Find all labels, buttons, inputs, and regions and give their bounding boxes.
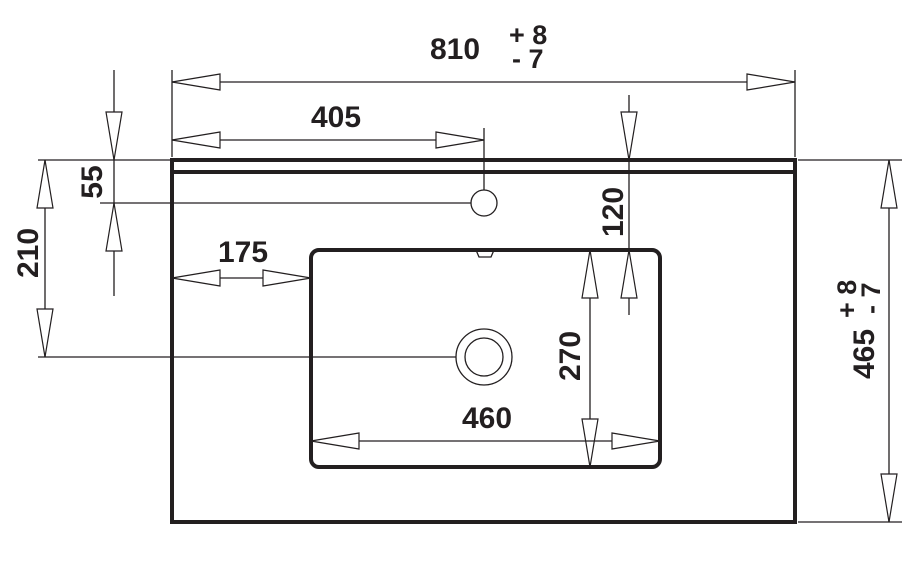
- dim-waste-from-back-value: 210: [12, 228, 45, 278]
- dim-overall-width: 810 + 8 - 7: [171, 20, 796, 157]
- dim-bowl-depth: 270: [554, 249, 599, 468]
- dim-bowl-from-back: 120: [597, 95, 638, 315]
- dim-bowl-from-back-value: 120: [597, 187, 630, 237]
- dim-overall-depth-tol-plus: + 8: [832, 280, 862, 318]
- dim-overall-depth: 465 + 8 - 7: [798, 159, 902, 523]
- bowl-outline: [309, 248, 662, 469]
- dim-overall-depth-value: 465: [848, 329, 881, 379]
- dim-bowl-from-left: 175: [171, 236, 312, 287]
- dim-bowl-from-left-value: 175: [218, 236, 268, 269]
- overflow-slot: [475, 249, 495, 258]
- dim-overall-width-tol-minus: - 7: [512, 44, 544, 74]
- dim-bowl-width-value: 460: [462, 402, 512, 435]
- dim-tap-hole-from-left: 405: [171, 101, 485, 190]
- tap-hole: [470, 189, 498, 217]
- dim-bowl-width: 460: [310, 402, 661, 450]
- dim-tap-hole-from-back-value: 55: [76, 165, 109, 198]
- dim-tap-hole-from-back: 55: [76, 70, 471, 296]
- dim-overall-width-value: 810: [430, 33, 480, 66]
- dim-overall-width-tol-plus: + 8: [509, 20, 547, 50]
- waste-inner-ring: [464, 337, 504, 377]
- dim-waste-from-back: 210: [12, 159, 456, 358]
- dim-tap-hole-from-left-value: 405: [311, 101, 361, 134]
- dim-overall-depth-tol-minus: - 7: [856, 282, 886, 314]
- dim-bowl-depth-value: 270: [554, 331, 587, 381]
